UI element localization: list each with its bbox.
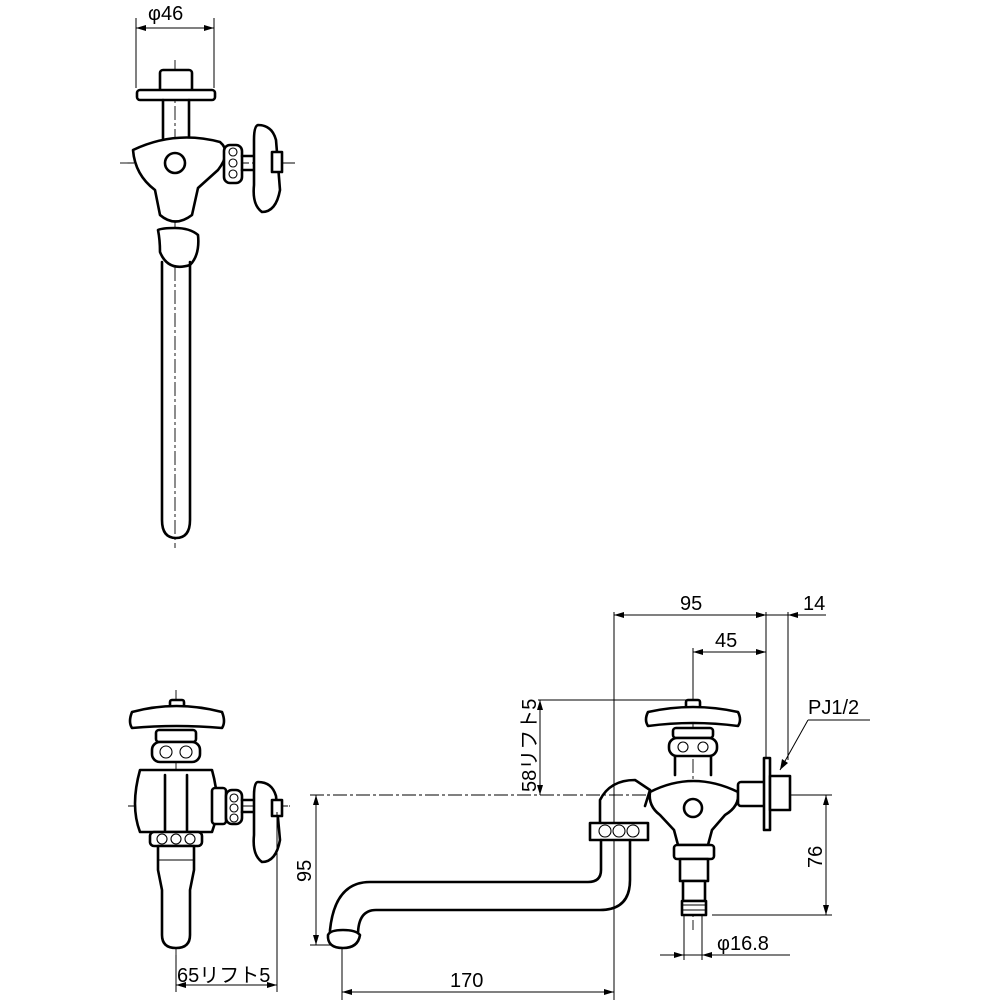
- front-view: 95 14 45 58リフト5 95 170 76: [294, 593, 870, 1000]
- dim-pipe-thread: PJ1/2: [808, 697, 859, 719]
- side-view: 65リフト5: [128, 690, 290, 992]
- dim-lift-center: 58リフト5: [519, 699, 541, 792]
- dim-flange-thickness: 14: [803, 593, 825, 615]
- dim-handle-offset: 45: [715, 630, 737, 652]
- dim-hose-diameter: φ16.8: [717, 933, 769, 955]
- dim-overall-width: 95: [680, 593, 702, 615]
- top-view: φ46: [120, 3, 295, 548]
- dim-body-height: 76: [805, 846, 827, 868]
- dim-top-diameter: φ46: [148, 3, 183, 25]
- dim-spout-height: 95: [294, 860, 316, 882]
- dim-spout-reach: 170: [450, 970, 483, 992]
- dim-lower-left-lift: 65リフト5: [177, 965, 270, 987]
